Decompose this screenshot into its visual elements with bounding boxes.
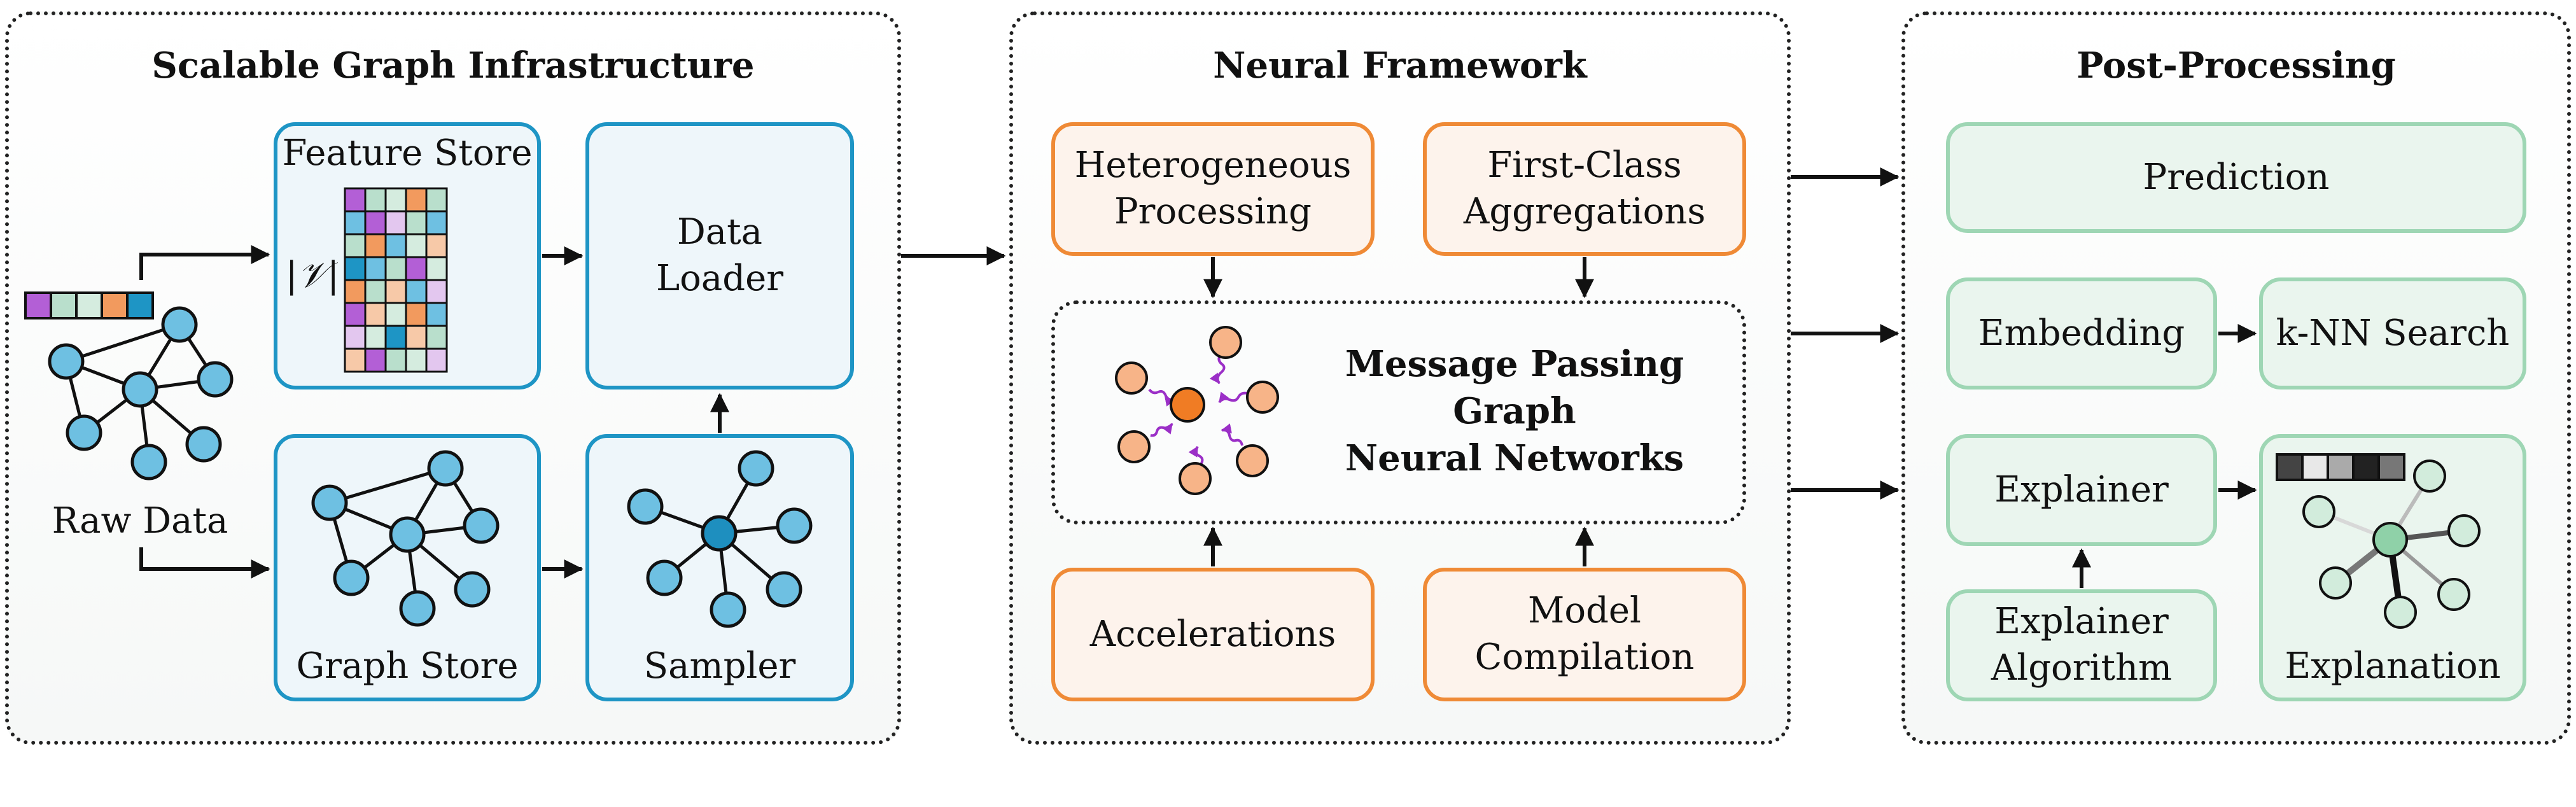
data-loader-label: Data Loader <box>655 211 784 299</box>
feature-matrix-cell <box>425 187 448 213</box>
graph-store-graph <box>311 450 500 627</box>
data-loader-box: Data Loader <box>585 122 854 389</box>
raw-data-graph <box>48 306 234 481</box>
feature-matrix-cell <box>384 347 407 373</box>
feature-matrix-cell <box>405 187 428 213</box>
embedding-box: Embedding <box>1946 277 2217 389</box>
feature-matrix-cell <box>344 347 367 373</box>
post-panel-title: Post-Processing <box>2076 45 2396 87</box>
feature-matrix-cell <box>384 302 407 327</box>
feature-matrix-cell <box>344 210 367 235</box>
explanation-label: Explanation <box>2285 645 2501 687</box>
prediction-box: Prediction <box>1946 122 2526 233</box>
feature-matrix-cell <box>405 302 428 327</box>
flow-arrows <box>139 167 2257 588</box>
feature-matrix-cell <box>405 233 428 258</box>
feature-matrix-cell <box>364 279 387 304</box>
heterogeneous-processing-label: Heterogeneous Processing <box>1074 144 1352 232</box>
arrow-raw-to-graph-store <box>139 547 270 579</box>
explainer-algorithm-box: Explainer Algorithm <box>1946 589 2217 701</box>
arrow-raw-to-feature-store <box>139 245 270 280</box>
feature-matrix-cell <box>364 233 387 258</box>
feature-matrix-cell <box>425 233 448 258</box>
feature-matrix-cell <box>405 210 428 235</box>
feature-matrix-cell <box>405 347 428 373</box>
message-passing-box <box>1051 300 1746 524</box>
explainer-algorithm-label: Explainer Algorithm <box>1991 601 2173 689</box>
message-passing-label: Message Passing Graph Neural Networks <box>1345 343 1684 479</box>
feature-matrix-cell <box>364 302 387 327</box>
embedding-label: Embedding <box>1978 312 2185 354</box>
feature-matrix-cell <box>364 325 387 350</box>
feature-store-label: Feature Store <box>282 132 533 174</box>
feature-matrix-cell <box>425 279 448 304</box>
sampler-label: Sampler <box>643 645 796 687</box>
feature-matrix-cell <box>425 347 448 373</box>
accelerations-box: Accelerations <box>1051 568 1375 701</box>
feature-matrix <box>344 187 448 373</box>
knn-search-label: k-NN Search <box>2276 312 2510 354</box>
feature-matrix-cell <box>344 187 367 213</box>
accelerations-label: Accelerations <box>1089 613 1336 655</box>
feature-matrix-cell <box>384 233 407 258</box>
feature-matrix-cell <box>364 187 387 213</box>
feature-matrix-cell <box>405 256 428 281</box>
explanation-mask-vector <box>2276 453 2405 481</box>
explanation-graph <box>2302 460 2481 629</box>
aggregations-box: First-Class Aggregations <box>1423 122 1746 256</box>
feature-matrix-cell <box>405 325 428 350</box>
feature-matrix-cell <box>384 256 407 281</box>
feature-matrix-cell <box>344 325 367 350</box>
knn-search-box: k-NN Search <box>2259 277 2526 389</box>
feature-matrix-cell <box>425 302 448 327</box>
graph-store-label: Graph Store <box>296 645 519 687</box>
feature-matrix-cell <box>344 302 367 327</box>
raw-data-feature-vector <box>24 291 154 319</box>
feature-matrix-cell <box>384 210 407 235</box>
model-compilation-label: Model Compilation <box>1474 590 1695 678</box>
feature-matrix-cell <box>405 279 428 304</box>
feature-matrix-cell <box>364 256 387 281</box>
feature-matrix-cell <box>425 256 448 281</box>
feature-matrix-cell <box>344 256 367 281</box>
feature-matrix-cell <box>425 210 448 235</box>
feature-matrix-cell <box>384 325 407 350</box>
feature-matrix-cell <box>364 210 387 235</box>
neural-panel-title: Neural Framework <box>1213 45 1587 87</box>
sampler-box <box>585 434 854 701</box>
feature-matrix-cell <box>344 279 367 304</box>
feature-matrix-cell <box>425 325 448 350</box>
model-compilation-box: Model Compilation <box>1423 568 1746 701</box>
raw-data-label: Raw Data <box>52 500 228 542</box>
feature-matrix-cell <box>384 279 407 304</box>
heterogeneous-processing-box: Heterogeneous Processing <box>1051 122 1375 256</box>
sampler-graph <box>627 450 813 628</box>
feature-dimension-symbol: |𝒱| <box>285 255 340 296</box>
feature-matrix-cell <box>344 233 367 258</box>
feature-matrix-cell <box>384 187 407 213</box>
prediction-label: Prediction <box>2143 156 2330 198</box>
explainer-label: Explainer <box>1994 468 2169 510</box>
infra-panel-title: Scalable Graph Infrastructure <box>151 45 755 87</box>
message-passing-graph <box>1115 326 1279 495</box>
aggregations-label: First-Class Aggregations <box>1463 144 1706 232</box>
feature-matrix-cell <box>364 347 387 373</box>
explainer-box: Explainer <box>1946 434 2217 546</box>
